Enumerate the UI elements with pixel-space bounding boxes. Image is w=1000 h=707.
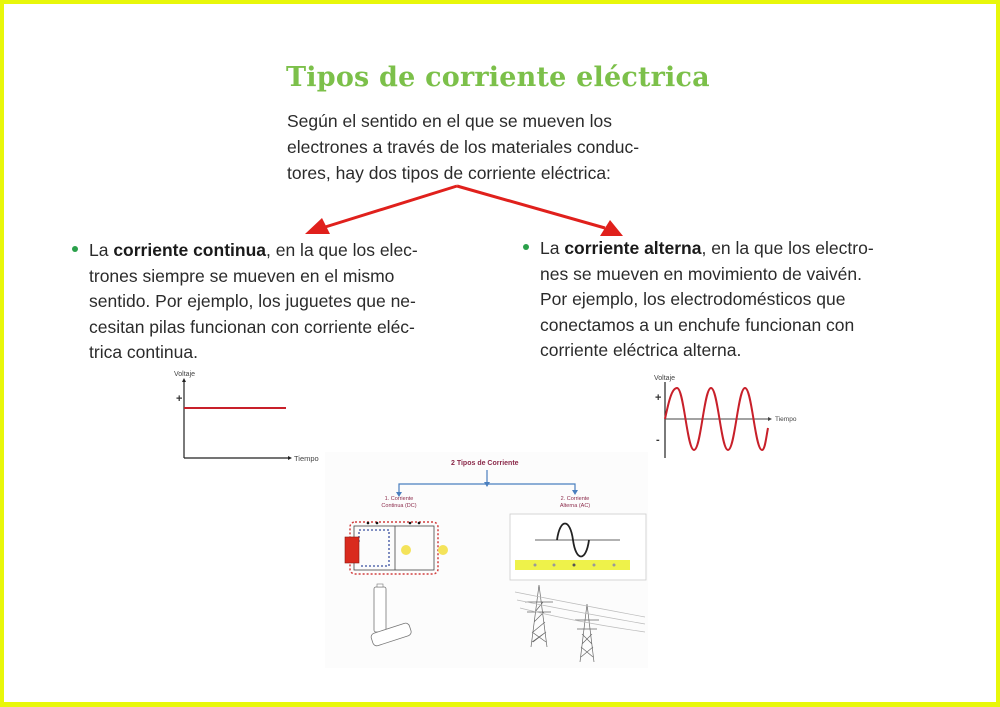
text-line: Por ejemplo, los electrodomésticos que	[540, 289, 846, 309]
ac-graph-plot	[664, 382, 772, 458]
text-line: trones siempre se mueven en el mismo	[89, 265, 395, 286]
term-dc: corriente continua	[113, 240, 266, 260]
diagram-connectors	[344, 470, 647, 663]
ac-plus-sign: +	[655, 392, 662, 404]
batteries-icon	[370, 583, 412, 647]
arrow-right-icon	[456, 184, 623, 236]
ac-y-label: Voltaje	[654, 375, 676, 382]
dc-graph-plot	[182, 378, 292, 460]
dc-description: La corriente continua, en la que los ele…	[89, 238, 459, 366]
prefix: La	[89, 240, 114, 260]
intro-line: tores, hay dos tipos de corriente eléctr…	[287, 163, 611, 183]
dc-branch-line: 1. Corriente	[384, 496, 414, 502]
dc-circuit-icon	[344, 521, 448, 575]
text-line: sentido. Por ejemplo, los juguetes que n…	[89, 291, 416, 311]
intro-line: Según el sentido en el que se mueven los	[287, 111, 612, 131]
text: , en la que los electro-	[701, 238, 874, 258]
text: , en la que los elec-	[266, 240, 418, 260]
dc-branch-line: Continua (DC)	[381, 503, 417, 509]
intro-line: electrones a través de los materiales co…	[287, 137, 640, 157]
bullet-dot	[523, 244, 529, 250]
diagram-title: 2 Tipos de Corriente	[451, 460, 519, 467]
intro-paragraph: Según el sentido en el que se mueven los…	[287, 108, 677, 186]
current-types-diagram: 2 Tipos de Corriente	[325, 452, 648, 668]
term-ac: corriente alterna	[564, 238, 702, 258]
dc-x-label: Tiempo	[294, 454, 319, 463]
text-line: corriente eléctrica alterna.	[540, 340, 742, 360]
ac-branch-label: 2. Corriente Alterna (AC)	[549, 496, 601, 510]
text-line: cesitan pilas funcionan con corriente el…	[89, 316, 415, 337]
dc-branch-label: 1. Corriente Continua (DC)	[373, 496, 425, 510]
ac-branch-line: 2. Corriente	[560, 496, 590, 502]
ac-minus-sign: -	[656, 434, 660, 446]
power-tower-icon	[514, 584, 646, 663]
ac-wave-icon	[509, 513, 647, 581]
bullet-dot	[72, 246, 78, 252]
ac-x-label: Tiempo	[775, 416, 797, 423]
text-line: conectamos a un enchufe funcionan con	[540, 314, 855, 335]
dc-y-label: Voltaje	[174, 371, 196, 378]
arrow-left-icon	[305, 184, 458, 234]
dc-plus-sign: +	[176, 393, 183, 405]
prefix: La	[540, 238, 565, 258]
text-line: trica continua.	[89, 342, 198, 362]
page-title: Tipos de corriente eléctrica	[286, 62, 710, 93]
ac-description: La corriente alterna, en la que los elec…	[540, 236, 910, 364]
ac-branch-line: Alterna (AC)	[559, 503, 591, 509]
text-line: nes se mueven en movimiento de vaivén.	[540, 263, 862, 284]
